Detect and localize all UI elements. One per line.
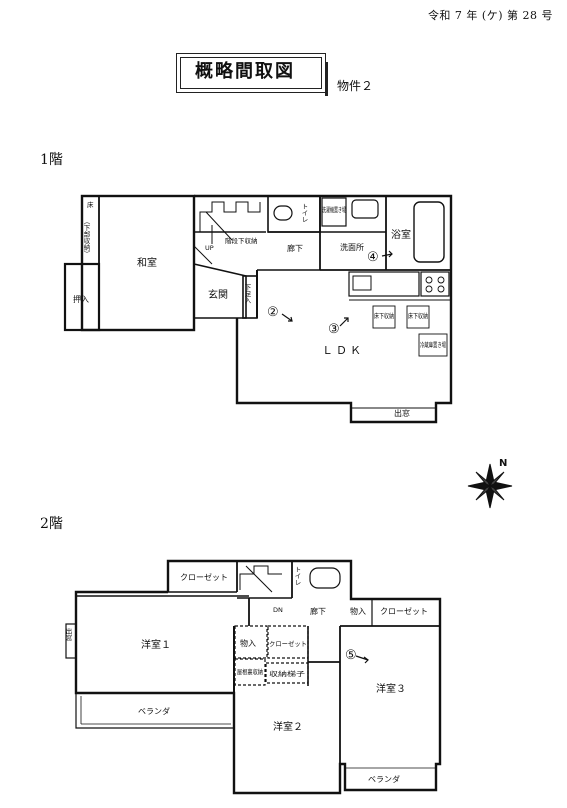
room-rouka-1f: 廊下 — [287, 243, 303, 253]
property-label: 物件２ — [337, 79, 374, 93]
stairs-dn: DN — [273, 606, 283, 614]
room-washitsu: 和室 — [137, 256, 157, 269]
bay-window-2f: 出窓 — [64, 627, 72, 642]
marker-5: ⑤ — [345, 648, 357, 663]
storage-ladder: 収納梯子 — [269, 669, 306, 678]
room-oshiire: 押入 — [73, 294, 89, 304]
room-toilet-2f: トイレ — [293, 566, 301, 586]
attic-storage: 屋根裏収納 — [237, 667, 263, 676]
title-frame — [176, 53, 328, 96]
stove — [420, 271, 450, 297]
floor2-plan — [65, 559, 442, 795]
room-yokushitsu: 浴室 — [391, 228, 411, 241]
wall-oshiire — [63, 262, 101, 332]
case-number: 令和 7 年 (ケ) 第 28 号 — [427, 9, 553, 22]
closet-right-2f: クローゼット — [380, 606, 428, 616]
floor1-plan — [63, 194, 453, 424]
floor-storage-2: 床下収納 — [408, 311, 428, 320]
marker-4: ④ — [367, 250, 379, 265]
room-kaidan-shuno: 階段下収納 — [225, 236, 258, 245]
room-yoshitsu3: 洋室３ — [376, 682, 406, 695]
marker-2: ② — [267, 305, 279, 320]
room-ldk: ＬＤＫ — [322, 344, 364, 357]
stairs-up: UP — [205, 244, 214, 252]
room-rouka-2f: 廊下 — [310, 606, 326, 616]
stairs-2f — [239, 565, 282, 593]
floor2-heading: 2階 — [40, 516, 63, 532]
sink-1f — [351, 199, 379, 219]
room-yoshitsu2: 洋室２ — [273, 720, 303, 733]
wall-outer-2f — [74, 559, 442, 795]
floor1-heading: 1階 — [40, 152, 63, 168]
room-yoshitsu1: 洋室１ — [141, 638, 171, 651]
bathtub — [413, 201, 445, 263]
room-sentakuki: 洗濯機置き場 — [322, 205, 346, 214]
room-getabako: 下足入 — [243, 284, 251, 304]
stairs-1f — [194, 201, 266, 244]
room-senmenjo: 洗面所 — [340, 242, 364, 252]
toilet-bowl-1f — [273, 205, 293, 221]
closet-mid-2f: クローゼット — [269, 639, 307, 648]
compass-north: N — [499, 458, 507, 469]
veranda-1: ベランダ — [138, 706, 170, 716]
toilet-bowl-2f — [309, 567, 341, 589]
marker-3: ③ — [328, 322, 340, 337]
storage-monoire-2: 物入 — [240, 638, 256, 648]
room-toko-sub: （下部収納） — [82, 218, 90, 257]
veranda-2: ベランダ — [368, 774, 400, 784]
storage-monoire-1: 物入 — [350, 606, 366, 616]
page-title: 概略間取図 — [195, 61, 295, 82]
kitchen-counter — [348, 271, 420, 297]
view-arrows-1f — [281, 250, 393, 327]
fridge-space: 冷蔵庫置き場 — [420, 340, 446, 349]
closet-top-2f: クローゼット — [180, 572, 228, 582]
floor-storage-1: 床下収納 — [374, 311, 394, 320]
room-toilet-1f: トイレ — [300, 203, 308, 223]
compass — [467, 463, 513, 509]
bay-window-1f: 出窓 — [394, 408, 410, 418]
room-toko: 床 — [87, 200, 94, 209]
wall-outer-east — [194, 194, 453, 424]
view-arrow-2f — [355, 655, 369, 664]
room-genkan: 玄関 — [208, 288, 228, 301]
